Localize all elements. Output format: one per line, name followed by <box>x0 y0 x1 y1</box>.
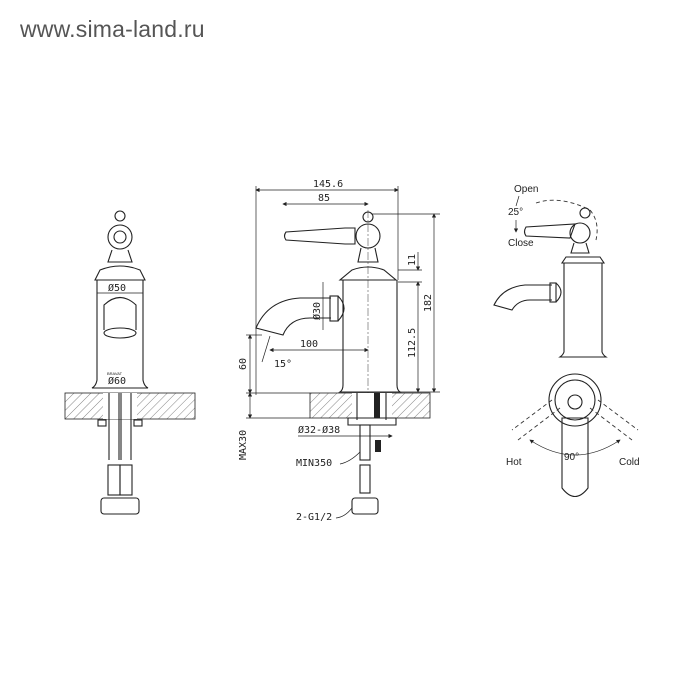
dim-connection: 2-G1/2 <box>296 512 332 523</box>
label-cold: Cold <box>619 457 640 468</box>
label-rotation-angle: 90° <box>564 452 579 463</box>
lever-handle <box>283 227 356 245</box>
dim-spout-diameter: Ø30 <box>311 302 323 320</box>
label-hot: Hot <box>506 457 522 468</box>
label-lever-angle: 25° <box>508 207 523 218</box>
label-close: Close <box>508 238 534 249</box>
dim-overall-length: 145.6 <box>313 179 343 190</box>
dim-max-deck: MAX30 <box>238 430 249 460</box>
dim-spout-height: 60 <box>238 358 249 370</box>
site-watermark: www.sima-land.ru <box>20 16 205 42</box>
side-body <box>558 263 608 358</box>
side-view: 145.6 85 Ø30 100 15° 60 MAX30 182 11 <box>238 179 440 523</box>
top-handle <box>561 417 589 498</box>
dim-hole-diameter: Ø32-Ø38 <box>298 424 340 436</box>
dim-spout-reach: 100 <box>300 339 318 350</box>
dim-spout-angle: 15° <box>274 359 292 370</box>
dim-overall-height: 182 <box>423 294 434 312</box>
dim-diameter-top: Ø50 <box>108 282 126 294</box>
dim-handle-length: 85 <box>318 193 330 204</box>
dim-hose-length: MIN350 <box>296 458 332 469</box>
operation-view: Open 25° Close Hot Cold 90° <box>493 184 640 498</box>
brand-mark: BRAVAT <box>107 371 123 376</box>
front-view: Ø50 BRAVAT Ø60 <box>64 210 196 515</box>
body <box>91 280 149 389</box>
spout <box>255 297 331 336</box>
dim-diameter-base: Ø60 <box>108 375 126 387</box>
handle-end <box>107 224 133 250</box>
dim-body-height: 112.5 <box>407 328 418 358</box>
dim-cap-height: 11 <box>407 254 418 266</box>
label-open: Open <box>514 184 538 195</box>
faucet-body <box>338 280 402 393</box>
knob-top <box>114 210 126 222</box>
